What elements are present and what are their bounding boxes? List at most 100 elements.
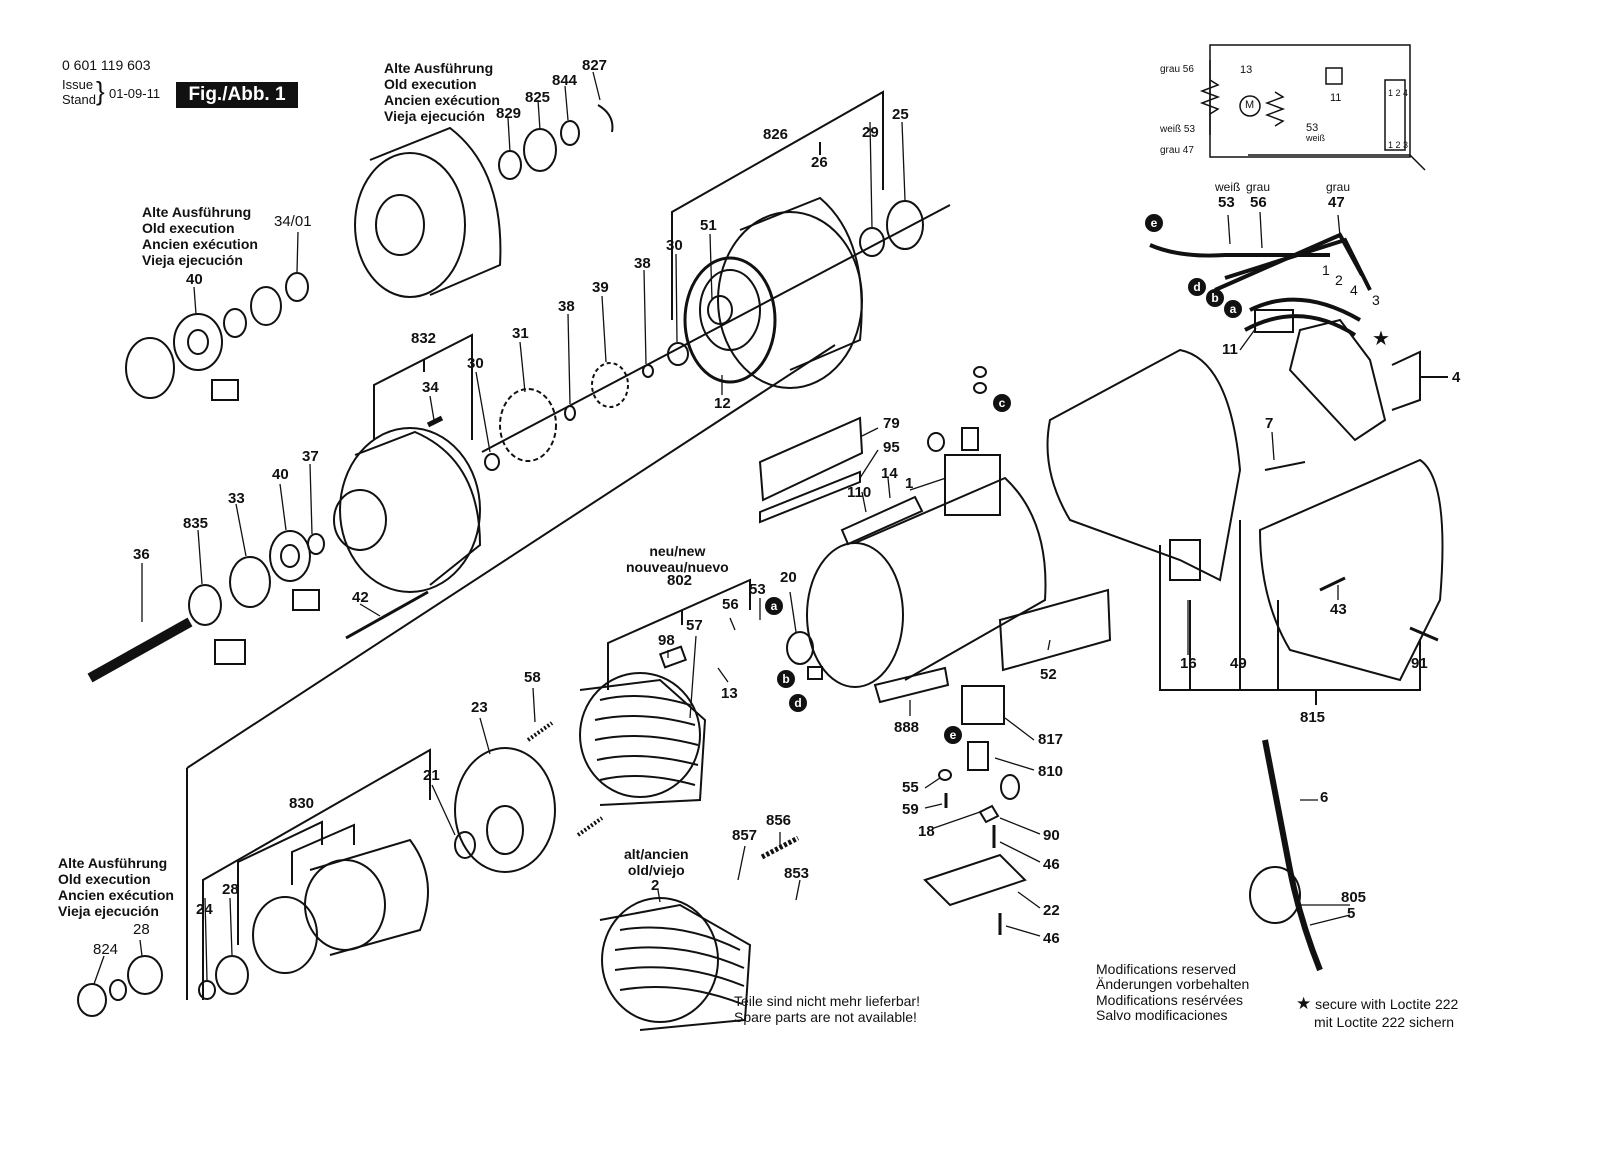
old-execution-es: Vieja ejecución bbox=[142, 252, 243, 269]
bearing-30a bbox=[667, 342, 689, 366]
callout-46a: 46 bbox=[1043, 856, 1060, 873]
plate-888 bbox=[873, 666, 950, 704]
screw-43 bbox=[1319, 576, 1346, 592]
callout-888: 888 bbox=[894, 719, 920, 736]
callout-2: 2 bbox=[651, 877, 660, 894]
bracket-830 bbox=[202, 748, 431, 1000]
marker-a: a bbox=[765, 597, 783, 615]
armature-830 bbox=[252, 831, 476, 974]
not-available-en: Spare parts are not available! bbox=[734, 1009, 917, 1026]
callout-824: 824 bbox=[93, 941, 119, 958]
bracket-802 bbox=[607, 578, 751, 690]
callout-6: 6 bbox=[1320, 789, 1329, 806]
issue-date: 01-09-11 bbox=[109, 86, 161, 101]
callout-817: 817 bbox=[1038, 731, 1064, 748]
old-execution-en: Old execution bbox=[58, 871, 151, 888]
gear-housing bbox=[333, 427, 482, 593]
old-execution-en: Old execution bbox=[384, 76, 477, 93]
callout-w56: 56 bbox=[1250, 194, 1267, 211]
grease-icon-2 bbox=[292, 589, 320, 611]
callout-98: 98 bbox=[658, 632, 675, 649]
gear-31 bbox=[499, 388, 557, 462]
sleeve-805 bbox=[1249, 866, 1301, 924]
ring-829 bbox=[498, 150, 522, 180]
old-execution-fr: Ancien exécution bbox=[142, 236, 258, 253]
callout-25: 25 bbox=[892, 106, 909, 123]
spring-58a bbox=[526, 721, 554, 742]
callout-31: 31 bbox=[512, 325, 529, 342]
old-execution-de: Alte Ausführung bbox=[384, 60, 494, 76]
callout-5: 5 bbox=[1347, 905, 1356, 922]
marker-d-wire: d bbox=[1188, 278, 1206, 296]
modifications-fr: Modifications resérvées bbox=[1096, 991, 1244, 1008]
callout-51: 51 bbox=[700, 217, 717, 234]
star-icon: ★ bbox=[1372, 328, 1390, 350]
marker-a-wire: a bbox=[1224, 300, 1242, 318]
clip-37 bbox=[307, 533, 325, 555]
bearing-40b bbox=[269, 530, 311, 582]
callout-844: 844 bbox=[552, 72, 578, 89]
grease-icon-3 bbox=[214, 639, 246, 665]
label-plate-95 bbox=[759, 470, 861, 524]
cover-22 bbox=[923, 853, 1027, 907]
callout-91: 91 bbox=[1411, 655, 1428, 672]
old-label-line1: alt/ancien bbox=[624, 846, 689, 862]
fan-23 bbox=[454, 747, 556, 873]
callout-23: 23 bbox=[471, 699, 488, 716]
loctite-de: mit Loctite 222 sichern bbox=[1314, 1013, 1455, 1030]
cable-6 bbox=[1262, 739, 1323, 972]
callout-79: 79 bbox=[883, 415, 900, 432]
part-810 bbox=[967, 741, 989, 771]
callout-856: 856 bbox=[766, 812, 792, 829]
wiring-124: 1 2 4 bbox=[1388, 88, 1409, 98]
callout-810: 810 bbox=[1038, 763, 1064, 780]
new-variant-label: neu/new nouveau/nuevo bbox=[626, 543, 729, 575]
callout-58: 58 bbox=[524, 669, 541, 686]
part-number: 0 601 119 603 bbox=[62, 57, 151, 73]
plate-52 bbox=[998, 588, 1112, 672]
motor-housing-1 bbox=[806, 454, 1047, 688]
old-housing bbox=[354, 126, 502, 298]
marker-b: b bbox=[777, 670, 795, 688]
plate-110 bbox=[840, 495, 924, 546]
callout-46b: 46 bbox=[1043, 930, 1060, 947]
screw-91 bbox=[1409, 626, 1439, 642]
switch-4 bbox=[1288, 318, 1387, 442]
wire-label-grau2: grau bbox=[1326, 180, 1351, 194]
seal-old bbox=[125, 337, 175, 399]
loctite-note: ★ secure with Loctite 222 mit Loctite 22… bbox=[1296, 994, 1458, 1030]
callout-w53: 53 bbox=[1218, 194, 1235, 211]
motor-housing-26 bbox=[699, 196, 863, 389]
brush-98 bbox=[658, 645, 688, 669]
callout-57: 57 bbox=[686, 617, 703, 634]
brace: } bbox=[96, 76, 105, 106]
wire-num-2: 2 bbox=[1335, 272, 1343, 288]
spindle-36 bbox=[87, 617, 193, 683]
frame-line-mid bbox=[186, 344, 836, 769]
part-90 bbox=[978, 804, 1000, 824]
old-execution-es: Vieja ejecución bbox=[58, 903, 159, 920]
modifications-de: Änderungen vorbehalten bbox=[1096, 976, 1250, 993]
grease-icon-1 bbox=[211, 379, 239, 401]
callout-832: 832 bbox=[411, 330, 437, 347]
callout-36: 36 bbox=[133, 546, 150, 563]
marker-d: d bbox=[789, 694, 807, 712]
wiring-weiss53: weiß 53 bbox=[1160, 124, 1196, 135]
callout-21: 21 bbox=[423, 767, 440, 784]
o-ring-12 bbox=[683, 256, 777, 384]
not-available-de: Teile sind nicht mehr lieferbar! bbox=[734, 993, 920, 1009]
handle-half-16 bbox=[1046, 348, 1242, 582]
screw-42 bbox=[345, 590, 429, 640]
wiring-weiss: weiß bbox=[1306, 133, 1326, 143]
wiring-53: 53 bbox=[1306, 122, 1319, 134]
callout-39: 39 bbox=[592, 279, 609, 296]
bearing-825 bbox=[523, 128, 557, 172]
marker-b-wire: b bbox=[1206, 289, 1224, 307]
callout-829: 829 bbox=[496, 105, 522, 122]
callout-16: 16 bbox=[1180, 655, 1197, 672]
bearing-20 bbox=[786, 631, 814, 665]
marker-e: e bbox=[1145, 214, 1163, 232]
callout-1: 1 bbox=[905, 475, 914, 492]
callout-22: 22 bbox=[1043, 902, 1060, 919]
wire-num-4: 4 bbox=[1350, 282, 1358, 298]
